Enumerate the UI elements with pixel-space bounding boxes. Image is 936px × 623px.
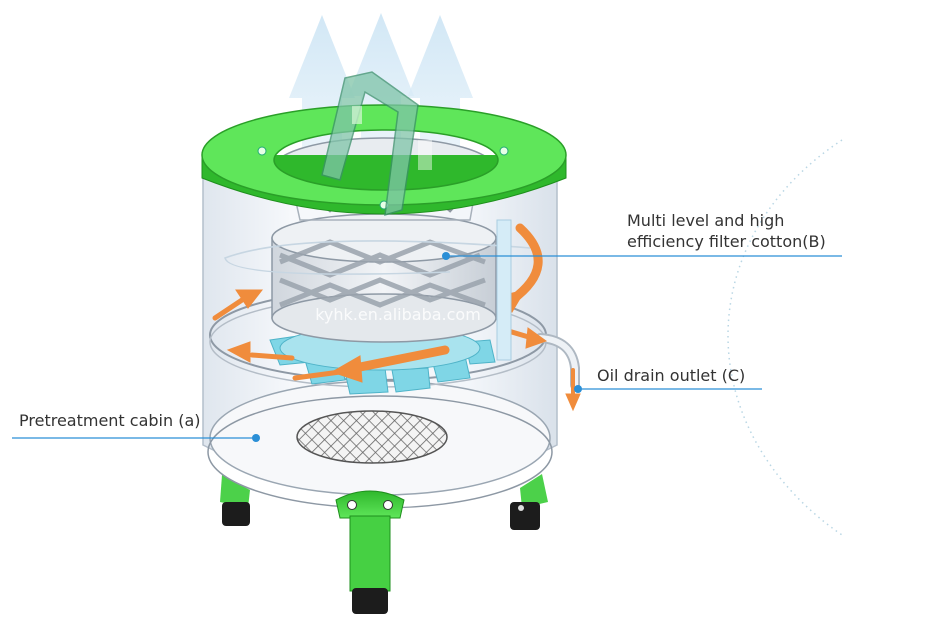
- screw-icon: [347, 500, 357, 510]
- label-filter-cotton-line1: Multi level and high: [627, 211, 785, 230]
- oil-drain-tube: [535, 333, 580, 390]
- label-oil-drain: Oil drain outlet (C): [597, 366, 746, 385]
- callout-filter-cotton: [442, 252, 842, 260]
- filter-cotton-cylinder: kyhk.en.alibaba.com: [271, 213, 497, 343]
- front-leg: [335, 490, 405, 614]
- label-pretreatment-cabin: Pretreatment cabin (a): [19, 411, 201, 430]
- mesh-grate: [296, 410, 448, 464]
- callout-pretreatment: [12, 434, 260, 442]
- callout-dot-icon: [252, 434, 260, 442]
- label-filter-cotton: Multi level and high efficiency filter c…: [627, 210, 826, 252]
- rear-leg-right: [510, 474, 548, 530]
- callout-dot-icon: [574, 385, 582, 393]
- screw-icon: [383, 500, 393, 510]
- callout-oil-drain: [574, 385, 762, 393]
- screw-icon: [257, 146, 267, 156]
- top-flange: [201, 104, 567, 215]
- dotted-arc-decoration: [727, 139, 843, 536]
- label-filter-cotton-line2: efficiency filter cotton(B): [627, 232, 826, 251]
- rear-leg-left: [220, 475, 250, 526]
- screw-icon: [499, 146, 509, 156]
- side-rail: [496, 219, 512, 361]
- watermark: kyhk.en.alibaba.com: [315, 305, 481, 324]
- airflow-swirl: [224, 240, 531, 275]
- screw-icon: [518, 505, 524, 511]
- top-handle: [321, 71, 432, 217]
- callout-dot-icon: [442, 252, 450, 260]
